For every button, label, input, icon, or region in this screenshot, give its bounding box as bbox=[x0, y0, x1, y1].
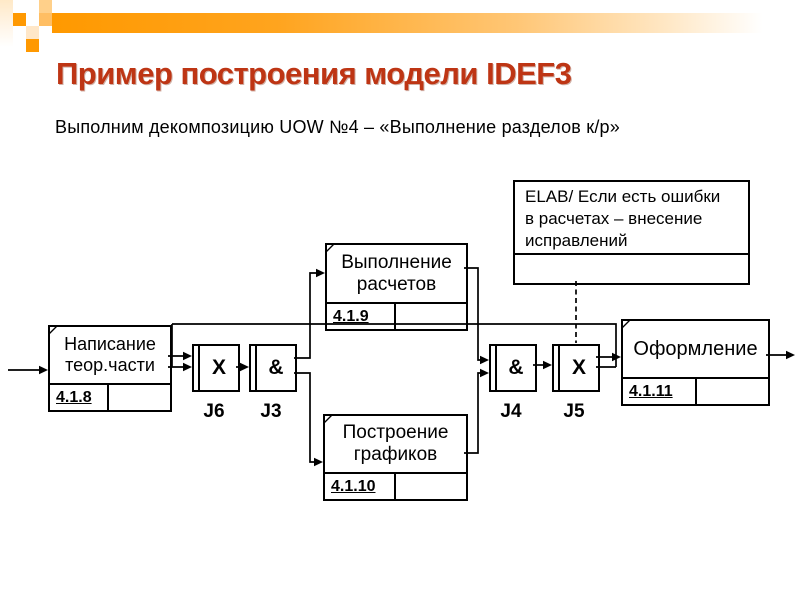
uow-box-4-1-8: Написание теор.части 4.1.8 bbox=[48, 325, 172, 412]
line-j3-to-c bbox=[294, 372, 316, 463]
uow-number-row: 4.1.8 bbox=[50, 383, 170, 410]
uow-name: Построение графиков bbox=[342, 422, 449, 465]
uow-number: 4.1.9 bbox=[327, 304, 396, 329]
uow-name: Написание теор.части bbox=[64, 334, 156, 375]
uow-number-row: 4.1.9 bbox=[327, 302, 466, 329]
decoration-title-bar bbox=[52, 13, 800, 33]
decoration-left-strip bbox=[0, 0, 13, 47]
uow-box-4-1-11: Оформление 4.1.11 bbox=[621, 319, 770, 406]
uow-number-row: 4.1.11 bbox=[623, 377, 768, 404]
junction-J3: & bbox=[249, 344, 297, 392]
junction-J5: X bbox=[552, 344, 600, 392]
decoration-square bbox=[39, 13, 52, 26]
uow-number-row: 4.1.10 bbox=[325, 472, 466, 499]
decoration-square bbox=[13, 13, 26, 26]
uow-name: Выполнение расчетов bbox=[341, 251, 452, 295]
junction-J4: & bbox=[489, 344, 537, 392]
junction-label-J5: J5 bbox=[563, 401, 585, 422]
referent-text: ELAB/ Если есть ошибки в расчетах – внес… bbox=[515, 182, 748, 253]
junction-type: & bbox=[508, 356, 524, 379]
uow-number: 4.1.10 bbox=[325, 474, 396, 499]
slide-subtitle: Выполним декомпозицию UOW №4 – «Выполнен… bbox=[55, 117, 620, 137]
junction-type: X bbox=[571, 356, 586, 379]
uow-box-4-1-9: Выполнение расчетов 4.1.9 bbox=[325, 243, 468, 331]
decoration-square bbox=[39, 0, 52, 13]
decoration-square bbox=[26, 39, 39, 52]
junction-type: X bbox=[211, 356, 226, 379]
slide-title: Пример построения модели IDEF3 bbox=[56, 56, 572, 91]
junction-J6: X bbox=[192, 344, 240, 392]
uow-box-4-1-10: Построение графиков 4.1.10 bbox=[323, 414, 468, 501]
uow-number: 4.1.8 bbox=[50, 385, 109, 410]
junction-label-J6: J6 bbox=[203, 401, 225, 422]
junction-label-J4: J4 bbox=[500, 401, 522, 422]
referent-line: ELAB/ Если есть ошибки bbox=[525, 187, 721, 206]
referent-bottom-cell bbox=[515, 253, 748, 283]
referent-elab-box: ELAB/ Если есть ошибки в расчетах – внес… bbox=[513, 180, 750, 285]
junction-type: & bbox=[268, 356, 284, 379]
uow-name: Оформление bbox=[633, 338, 758, 360]
junction-label-J3: J3 bbox=[260, 401, 282, 422]
decoration-square bbox=[26, 26, 39, 39]
uow-number: 4.1.11 bbox=[623, 379, 697, 404]
line-j3-to-b bbox=[294, 272, 318, 359]
referent-line: исправлений bbox=[525, 231, 628, 250]
referent-line: в расчетах – внесение bbox=[525, 209, 703, 228]
